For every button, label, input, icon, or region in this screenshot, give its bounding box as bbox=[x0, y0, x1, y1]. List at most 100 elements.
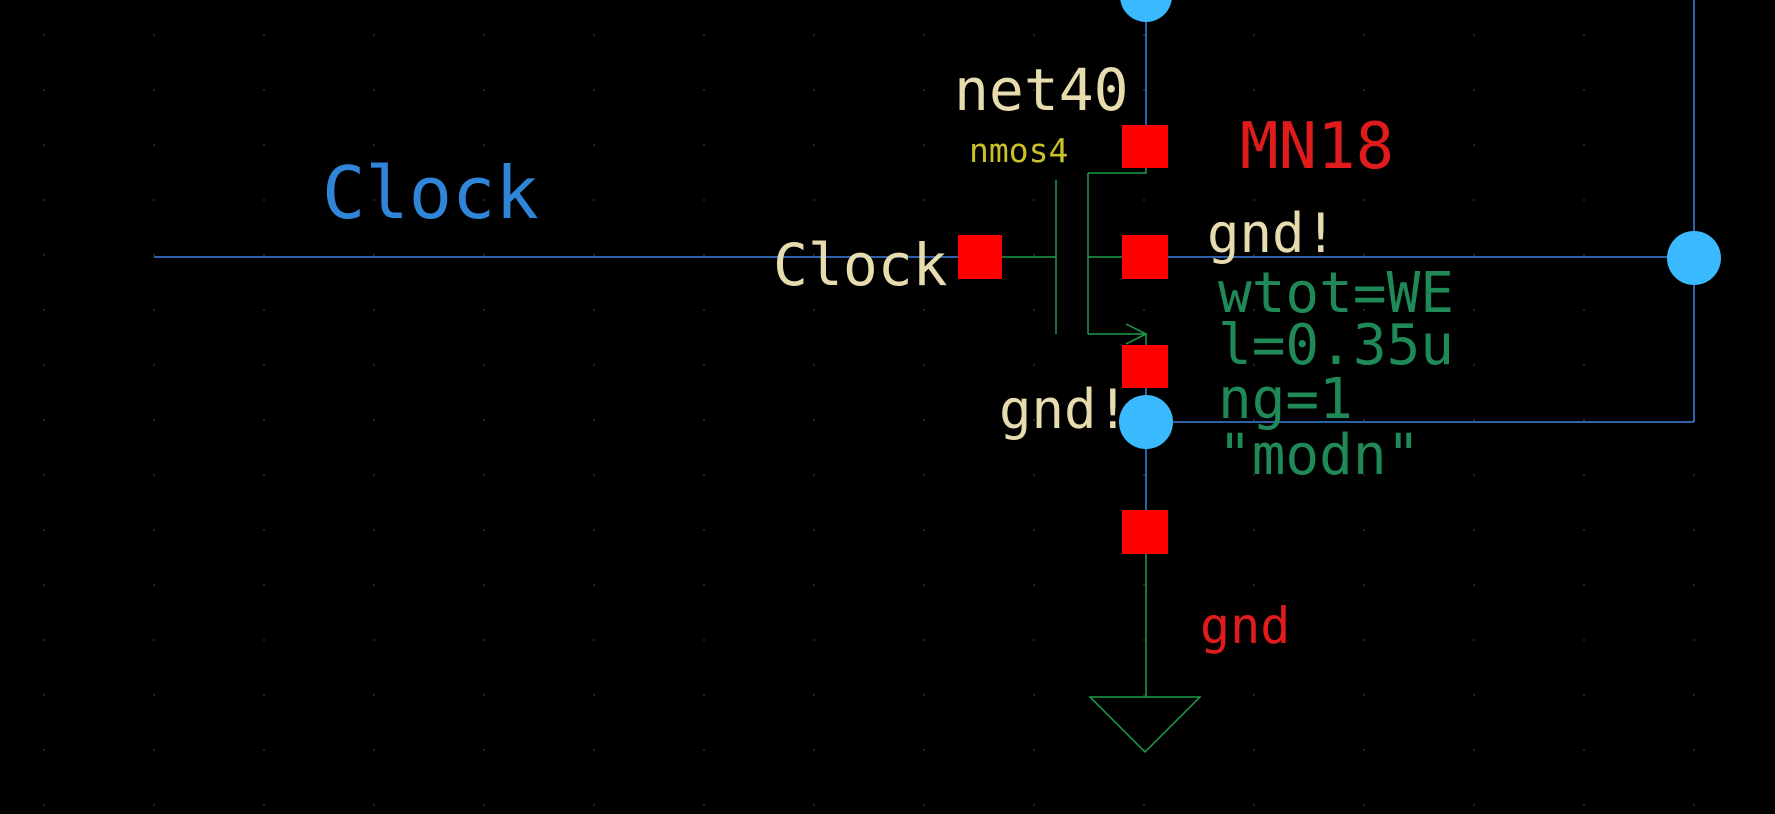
grid-dot bbox=[43, 144, 45, 146]
drain-pin[interactable] bbox=[1122, 125, 1168, 168]
grid-dot bbox=[703, 199, 705, 201]
grid-dot bbox=[1033, 804, 1035, 806]
grid-dot bbox=[923, 199, 925, 201]
right-junction-dot[interactable] bbox=[1667, 231, 1721, 285]
grid-dot bbox=[373, 254, 375, 256]
drain-net-label[interactable]: net40 bbox=[954, 56, 1129, 124]
param-wtot[interactable]: wtot=WE bbox=[1218, 261, 1454, 326]
grid-dot bbox=[1253, 199, 1255, 201]
grid-dot bbox=[373, 584, 375, 586]
grid-dot bbox=[483, 474, 485, 476]
grid-dot bbox=[1143, 694, 1145, 696]
grid-dot bbox=[1363, 419, 1365, 421]
grid-dot bbox=[813, 144, 815, 146]
cell-name-label[interactable]: nmos4 bbox=[969, 131, 1068, 170]
grid-dot bbox=[1583, 34, 1585, 36]
grid-dot bbox=[1033, 584, 1035, 586]
nmos-symbol[interactable] bbox=[1000, 166, 1202, 754]
bulk-pin[interactable] bbox=[1122, 235, 1168, 279]
grid-dot bbox=[153, 639, 155, 641]
source-junction-dot[interactable] bbox=[1119, 395, 1173, 449]
grid-dot bbox=[1253, 474, 1255, 476]
source-pin[interactable] bbox=[1122, 345, 1168, 388]
grid-dot bbox=[1253, 89, 1255, 91]
grid-dot bbox=[263, 364, 265, 366]
grid-dot bbox=[1693, 474, 1695, 476]
grid-dot bbox=[1033, 89, 1035, 91]
grid-dot bbox=[1473, 474, 1475, 476]
grid-dot bbox=[483, 364, 485, 366]
grid-dot bbox=[703, 639, 705, 641]
bulk-net-label[interactable]: gnd! bbox=[1207, 202, 1337, 265]
grid-dot bbox=[703, 804, 705, 806]
grid-dot bbox=[1033, 419, 1035, 421]
grid-dot bbox=[1033, 364, 1035, 366]
grid-dot bbox=[1473, 254, 1475, 256]
grid-dot bbox=[1583, 144, 1585, 146]
grid-dot bbox=[43, 529, 45, 531]
grid-dot bbox=[1143, 474, 1145, 476]
grid-dot bbox=[1363, 694, 1365, 696]
grid-dot bbox=[1033, 199, 1035, 201]
gate-pin[interactable] bbox=[958, 235, 1002, 279]
grid-dot bbox=[1143, 804, 1145, 806]
grid-dot bbox=[593, 474, 595, 476]
grid-dot bbox=[1253, 144, 1255, 146]
grid-dot bbox=[153, 529, 155, 531]
wires bbox=[154, 0, 1695, 512]
grid-dot bbox=[1363, 474, 1365, 476]
grid-dot bbox=[1583, 639, 1585, 641]
param-model[interactable]: "modn" bbox=[1218, 423, 1420, 488]
grid-dot bbox=[1033, 34, 1035, 36]
grid-dot bbox=[1473, 199, 1475, 201]
grid-dot bbox=[373, 364, 375, 366]
grid-dot bbox=[43, 694, 45, 696]
grid-dot bbox=[263, 584, 265, 586]
grid-dot bbox=[593, 804, 595, 806]
grid-dot bbox=[1143, 584, 1145, 586]
grid-dot bbox=[1693, 584, 1695, 586]
gate-net-label[interactable]: Clock bbox=[773, 231, 948, 299]
ground-triangle[interactable] bbox=[1088, 696, 1202, 754]
grid-dot bbox=[1693, 694, 1695, 696]
grid-dot bbox=[483, 639, 485, 641]
grid-dot bbox=[1363, 34, 1365, 36]
grid-dot bbox=[1583, 254, 1585, 256]
grid-dot bbox=[483, 749, 485, 751]
grid-dot bbox=[43, 639, 45, 641]
param-l[interactable]: l=0.35u bbox=[1218, 313, 1454, 378]
grid-dot bbox=[703, 419, 705, 421]
grid-dot bbox=[263, 419, 265, 421]
grid-dot bbox=[1253, 639, 1255, 641]
instance-name-label[interactable]: MN18 bbox=[1240, 110, 1394, 184]
grid-dot bbox=[1473, 309, 1475, 311]
grid-dot bbox=[1253, 364, 1255, 366]
grid-dot bbox=[703, 749, 705, 751]
ground-label[interactable]: gnd bbox=[1200, 597, 1290, 655]
grid-dot bbox=[373, 474, 375, 476]
grid-dot bbox=[483, 309, 485, 311]
grid-dot bbox=[153, 419, 155, 421]
grid-dot bbox=[1583, 749, 1585, 751]
grid-dot bbox=[373, 419, 375, 421]
grid-dot bbox=[1033, 474, 1035, 476]
param-ng[interactable]: ng=1 bbox=[1218, 367, 1353, 432]
grid-dot bbox=[373, 89, 375, 91]
grid-dot bbox=[1033, 529, 1035, 531]
grid-dot bbox=[43, 34, 45, 36]
grid-dot bbox=[1473, 34, 1475, 36]
grid-dot bbox=[1253, 419, 1255, 421]
source-net-label[interactable]: gnd! bbox=[999, 378, 1129, 441]
wire-label-clock[interactable]: Clock bbox=[322, 151, 539, 235]
ground-pin[interactable] bbox=[1122, 510, 1168, 554]
grid-dot bbox=[1473, 639, 1475, 641]
grid-dot bbox=[153, 804, 155, 806]
grid-dot bbox=[1473, 529, 1475, 531]
grid-dot bbox=[483, 254, 485, 256]
grid-dot bbox=[1253, 694, 1255, 696]
grid-dot bbox=[703, 529, 705, 531]
grid-dot bbox=[263, 144, 265, 146]
top-junction-dot[interactable] bbox=[1120, 0, 1172, 22]
grid-dot bbox=[1473, 364, 1475, 366]
